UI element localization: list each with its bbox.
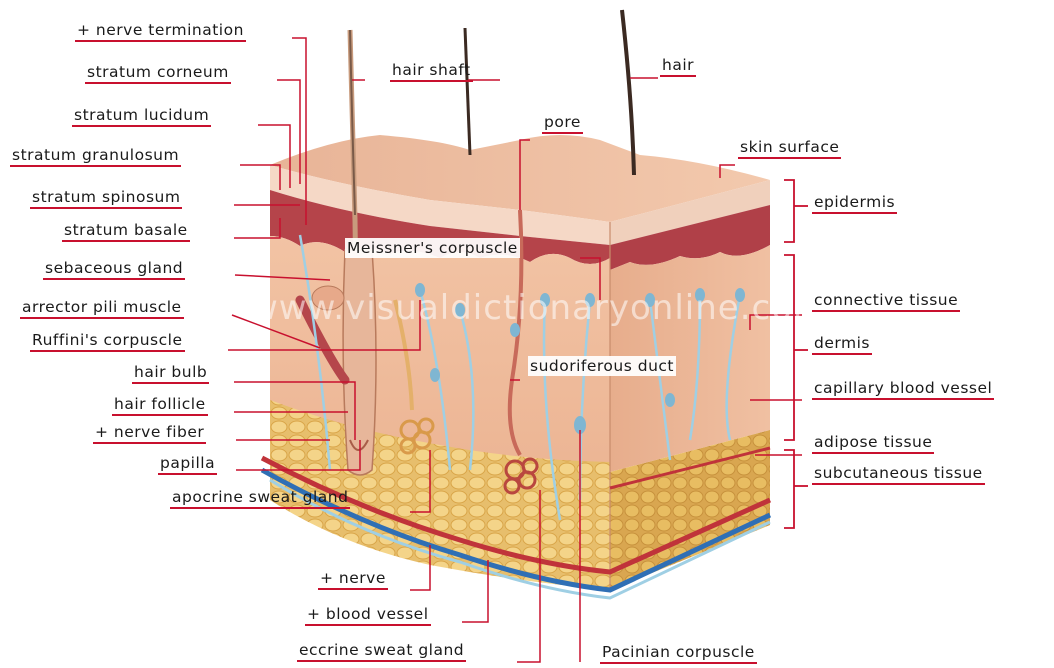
label-capillary-blood-vessel: capillary blood vessel [812,378,994,400]
label-hair-follicle: hair follicle [112,394,208,416]
label-ruffinis-corpuscle: Ruffini's corpuscle [30,330,185,352]
label-stratum-lucidum: stratum lucidum [72,105,211,127]
label-stratum-basale: stratum basale [62,220,190,242]
label-arrector-pili-muscle: arrector pili muscle [20,297,184,319]
label-hair-bulb: hair bulb [132,362,209,384]
label-sudoriferous-duct: sudoriferous duct [528,356,676,376]
label-skin-surface: skin surface [738,137,841,159]
label-adipose-tissue: adipose tissue [812,432,934,454]
label-papilla: papilla [158,453,217,475]
label-hair-shaft: hair shaft [390,60,473,82]
label-sebaceous-gland: sebaceous gland [43,258,185,280]
label-meissners-corpuscle: Meissner's corpuscle [345,238,520,258]
label-nerve-fiber: + nerve fiber [93,422,206,444]
label-subcutaneous-tissue: subcutaneous tissue [812,463,985,485]
label-stratum-spinosum: stratum spinosum [30,187,182,209]
label-dermis: dermis [812,333,872,355]
hair-middle [465,28,470,155]
label-pacinian-corpuscle: Pacinian corpuscle [600,642,757,664]
label-stratum-granulosum: stratum granulosum [10,145,181,167]
label-nerve-termination: + nerve termination [75,20,246,42]
label-stratum-corneum: stratum corneum [85,62,231,84]
label-hair: hair [660,55,696,77]
label-pore: pore [542,112,583,134]
watermark: www.visualdictionaryonline.com [250,288,827,328]
label-apocrine-sweat-gland: apocrine sweat gland [170,487,350,509]
label-epidermis: epidermis [812,192,897,214]
label-blood-vessel: + blood vessel [305,604,431,626]
label-eccrine-sweat-gland: eccrine sweat gland [297,640,466,662]
label-nerve: + nerve [318,568,388,590]
right-brackets [784,180,808,528]
label-connective-tissue: connective tissue [812,290,960,312]
